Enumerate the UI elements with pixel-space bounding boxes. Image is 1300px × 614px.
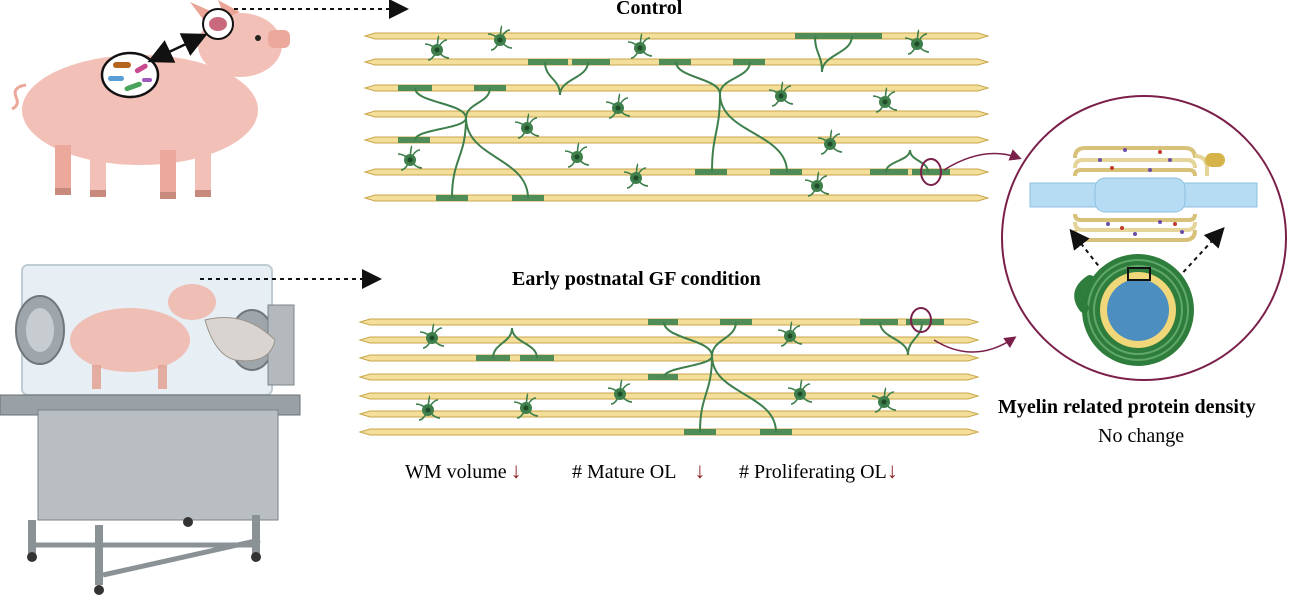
inset-title: Myelin related protein density	[998, 396, 1256, 418]
metric-label: WM volume	[405, 461, 507, 483]
control-node-highlight	[920, 158, 942, 186]
oligodendrocyte-icon	[627, 33, 653, 59]
control-axon-bundle	[363, 25, 990, 202]
down-arrow-icon: ↓	[886, 458, 898, 483]
oligodendrocyte-icon	[513, 393, 539, 419]
oligodendrocyte-icon	[424, 35, 450, 61]
metric-label: # Mature OL	[572, 461, 677, 483]
gf-condition-title: Early postnatal GF condition	[512, 268, 761, 290]
axon	[358, 392, 980, 400]
axon	[358, 354, 980, 362]
germ-free-isolator-icon	[0, 264, 301, 595]
down-arrow-icon: ↓	[694, 458, 706, 483]
pig-icon	[11, 0, 290, 199]
metric-wm-volume: WM volume↓	[405, 458, 522, 484]
control-node-pointer	[943, 149, 1022, 171]
myelin-cross-section-icon	[1001, 95, 1287, 381]
axon	[358, 428, 980, 436]
oligodendrocyte-icon	[872, 87, 898, 113]
oligodendrocyte-icon	[605, 93, 631, 119]
gut-brain-axis-arrow	[147, 33, 208, 63]
oligodendrocyte-icon	[787, 379, 813, 405]
down-arrow-icon: ↓	[510, 458, 522, 483]
oligodendrocyte-icon	[564, 142, 590, 168]
myelin-sheath	[528, 59, 568, 65]
control-title: Control	[616, 0, 683, 19]
myelin-sheath	[795, 33, 839, 39]
axon	[358, 410, 980, 418]
oligodendrocyte-icon	[804, 171, 830, 197]
oligodendrocyte-icon	[871, 387, 897, 413]
oligodendrocyte-icon	[607, 379, 633, 405]
brain-icon	[202, 8, 234, 40]
gf-axon-bundle	[358, 318, 980, 436]
oligodendrocyte-icon	[623, 163, 649, 189]
axon	[363, 136, 990, 144]
oligodendrocyte-icon	[768, 81, 794, 107]
inset-subtitle: No change	[1098, 425, 1185, 447]
axon	[363, 168, 990, 176]
myelin-sheath	[906, 319, 944, 325]
oligodendrocyte-icon	[817, 129, 843, 155]
gf-node-highlight	[910, 307, 932, 333]
oligodendrocyte-icon	[904, 29, 930, 55]
metric-label: # Proliferating OL	[739, 461, 887, 483]
gf-node-pointer	[933, 336, 1017, 353]
axon	[363, 110, 990, 118]
myelin-sheath	[572, 59, 610, 65]
oligodendrocyte-icon	[777, 321, 803, 347]
axon	[358, 336, 980, 344]
oligodendrocyte-icon	[514, 113, 540, 139]
metric-proliferating-ol: # Proliferating OL↓	[739, 458, 898, 484]
axon	[363, 32, 990, 40]
metric-mature-ol: # Mature OL ↓	[572, 458, 705, 484]
oligodendrocyte-icon	[415, 395, 441, 421]
oligodendrocyte-icon	[487, 25, 513, 51]
axon	[363, 84, 990, 92]
myelin-sheath	[870, 169, 908, 175]
myelin-sheath	[912, 169, 950, 175]
oligodendrocyte-icon	[419, 323, 445, 349]
oligodendrocyte-icon	[397, 145, 423, 171]
myelin-sheath	[838, 33, 882, 39]
microbiota-icon	[100, 51, 160, 99]
